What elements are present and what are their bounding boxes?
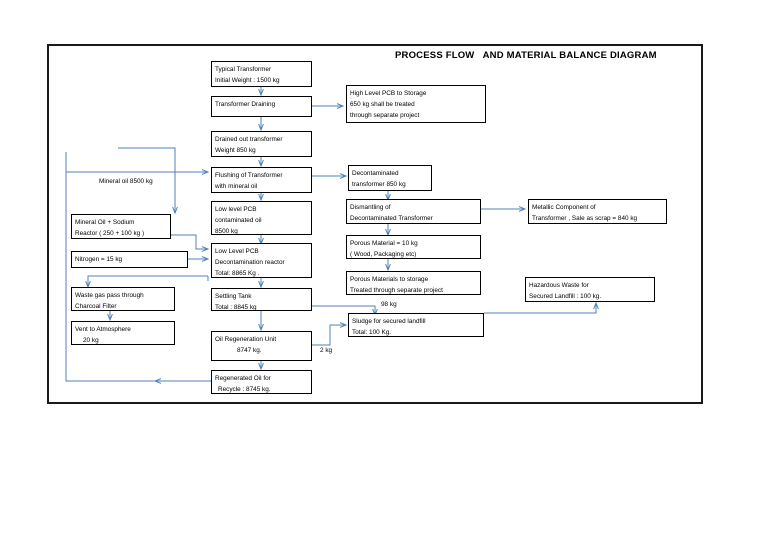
node-line: Treated through separate project [350,287,443,295]
node-line: 8747 kg. [237,347,262,355]
node-line: Drained out transformer [215,136,283,143]
node-mineral-oil-sodium-reactor[interactable]: Mineral Oil + Sodium Reactor ( 250 + 100… [71,214,171,239]
node-oil-regeneration-unit[interactable]: Oil Regeneration Unit 8747 kg. [211,331,312,361]
flow-label-mineral-oil: Mineral oil 8500 kg [99,178,153,185]
node-sludge-secured-landfill[interactable]: Sludge for secured landfill Total: 100 K… [348,313,484,337]
node-porous-materials-to-storage[interactable]: Porous Materials to storage Treated thro… [346,271,481,295]
node-vent-to-atmosphere[interactable]: Vent to Atmosphere 20 kg [71,321,175,345]
node-line: Initial Weight : 1500 kg [215,77,280,85]
node-line: Typical Transformer [215,66,272,73]
node-waste-gas-charcoal-filter[interactable]: Waste gas pass through Charcoal Filter [71,287,175,311]
node-line: Low Level PCB [215,248,259,255]
node-typical-transformer[interactable]: Typical Transformer Initial Weight : 150… [211,61,312,87]
node-metallic-component[interactable]: Metallic Component of Transformer , Sale… [528,199,667,224]
node-line: ( Wood, Packaging etc) [350,251,417,259]
node-line: Total: 100 Kg. [352,329,392,337]
node-line: Total: 8865 Kg . [215,270,260,278]
node-line: Oil Regeneration Unit [215,336,277,343]
page-title: PROCESS FLOW AND MATERIAL BALANCE DIAGRA… [395,50,657,61]
node-line: 20 kg [83,337,99,345]
node-line: Hazardous Waste for [529,282,589,289]
node-line: Decontaminated Transformer [350,215,433,223]
node-line: Waste gas pass through [75,292,144,299]
node-line: through separate project [350,112,420,120]
node-line: Metallic Component of [532,204,596,211]
node-line: High Level PCB to Storage [350,90,427,97]
node-line: Flushing of Transformer [215,172,283,179]
node-line: Porous Material = 10 kg [350,240,418,247]
node-nitrogen[interactable]: Nitrogen = 15 kg [71,251,188,268]
node-low-level-pcb-contaminated-oil[interactable]: Low level PCB contaminated oil 8500 kg [211,201,312,235]
node-line: 650 kg shall be treated [350,101,415,109]
node-flushing-of-transformer[interactable]: Flushing of Transformer with mineral oil [211,167,312,193]
node-line: Porous Materials to storage [350,276,429,283]
node-line: 8500 kg [215,228,238,235]
node-high-level-pcb-storage[interactable]: High Level PCB to Storage 650 kg shall b… [346,85,486,123]
node-line: Reactor ( 250 + 100 kg ) [75,230,145,238]
node-drained-out-transformer[interactable]: Drained out transformer Weight 850 kg [211,131,312,157]
node-line: Low level PCB [215,206,257,213]
node-settling-tank[interactable]: Settling Tank Total : 8845 kg [211,288,312,311]
node-line: Transformer Draining [215,101,276,108]
node-transformer-draining[interactable]: Transformer Draining [211,96,312,117]
node-line: transformer 850 kg [352,181,406,189]
node-regenerated-oil[interactable]: Regenerated Oil for Recycle : 8745 kg. [211,370,312,394]
node-line: Regenerated Oil for [215,375,271,382]
node-decontaminated-transformer[interactable]: Decontaminated transformer 850 kg [348,165,432,191]
node-line: Decontaminated [352,170,399,177]
node-line: Charcoal Filter [75,303,117,311]
node-line: Total : 8845 kg [215,304,257,311]
node-line: Mineral Oil + Sodium [75,219,135,226]
node-line: Decontamination reactor [215,259,285,267]
node-line: Dismantling of [350,204,391,211]
node-line: Secured Landfill : 100 kg. [529,293,602,301]
node-dismantling-of-decontaminated-transformer[interactable]: Dismantling of Decontaminated Transforme… [346,199,481,224]
flow-label-98kg: 98 kg [381,301,397,308]
node-line: Transformer , Sale as scrap = 840 kg [532,215,638,223]
node-line: Vent to Atmosphere [75,326,131,333]
node-line: with mineral oil [215,183,258,191]
node-line: Recycle : 8745 kg. [218,386,271,394]
node-hazardous-waste[interactable]: Hazardous Waste for Secured Landfill : 1… [525,277,655,302]
flow-label-2kg: 2 kg [320,347,333,354]
node-line: contaminated oil [215,217,262,225]
node-line: Weight 850 kg [215,147,256,155]
node-porous-material[interactable]: Porous Material = 10 kg ( Wood, Packagin… [346,235,481,259]
node-line: Sludge for secured landfill [352,318,426,325]
node-low-level-pcb-decontamination-reactor[interactable]: Low Level PCB Decontamination reactor To… [211,243,312,278]
node-line: Nitrogen = 15 kg [75,256,123,263]
node-line: Settling Tank [215,293,252,300]
